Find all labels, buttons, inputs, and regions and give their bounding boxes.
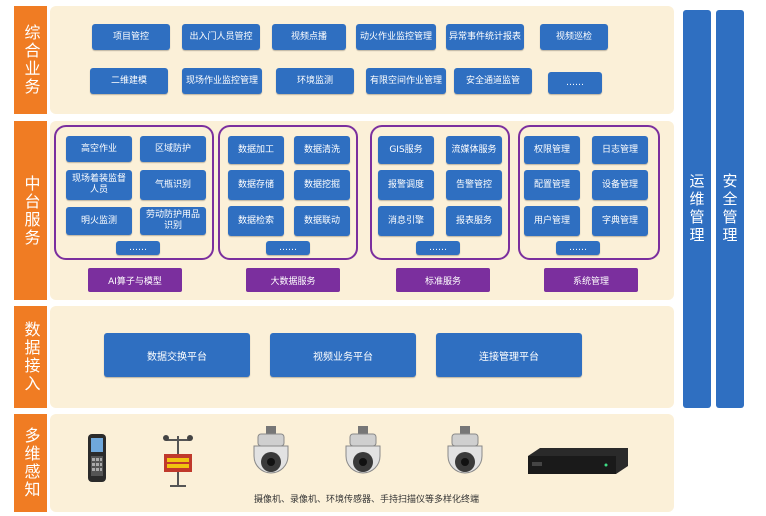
business-item[interactable]: 视频巡检 bbox=[540, 24, 608, 50]
bigdata-item[interactable]: 数据检索 bbox=[228, 206, 284, 236]
standard-item[interactable]: 流媒体服务 bbox=[446, 136, 502, 164]
business-item[interactable]: 现场作业监控管理 bbox=[182, 68, 262, 94]
bigdata-more[interactable]: …… bbox=[266, 241, 310, 255]
business-item[interactable]: 安全通道监管 bbox=[454, 68, 532, 94]
standard-item[interactable]: 报警调度 bbox=[378, 170, 434, 200]
standard-item[interactable]: 报表服务 bbox=[446, 206, 502, 236]
video-recorder-icon bbox=[528, 448, 628, 474]
ops-management: 运维管理 bbox=[683, 10, 711, 408]
business-item[interactable]: 视频点播 bbox=[272, 24, 346, 50]
ai-item[interactable]: 明火监测 bbox=[66, 207, 132, 235]
layer-label-perception: 多维感知 bbox=[14, 414, 47, 512]
service-group-bigdata bbox=[218, 125, 358, 260]
business-layer bbox=[50, 6, 674, 114]
system-more[interactable]: …… bbox=[556, 241, 600, 255]
service-group-system bbox=[518, 125, 660, 260]
platform-connection-management[interactable]: 连接管理平台 bbox=[436, 333, 582, 377]
dome-camera-icon bbox=[447, 426, 483, 474]
system-item[interactable]: 字典管理 bbox=[592, 206, 648, 236]
security-management: 安全管理 bbox=[716, 10, 744, 408]
ai-group-title: AI算子与模型 bbox=[88, 268, 182, 292]
business-item[interactable]: 异常事件统计报表 bbox=[446, 24, 524, 50]
ai-item[interactable]: 现场着装监督人员 bbox=[66, 170, 132, 200]
ai-item[interactable]: 劳动防护用品识别 bbox=[140, 207, 206, 235]
system-group-title: 系统管理 bbox=[544, 268, 638, 292]
layer-label-access: 数据接入 bbox=[14, 306, 47, 408]
ai-item[interactable]: 高空作业 bbox=[66, 136, 132, 162]
bigdata-group-title: 大数据服务 bbox=[246, 268, 340, 292]
business-item[interactable]: …… bbox=[548, 72, 602, 94]
layer-label-middle: 中台服务 bbox=[14, 121, 47, 300]
service-group-standard bbox=[370, 125, 510, 260]
ai-item[interactable]: 气瓶识别 bbox=[140, 170, 206, 200]
standard-group-title: 标准服务 bbox=[396, 268, 490, 292]
standard-item[interactable]: 告警管控 bbox=[446, 170, 502, 200]
platform-data-exchange[interactable]: 数据交换平台 bbox=[104, 333, 250, 377]
business-item[interactable]: 动火作业监控管理 bbox=[356, 24, 436, 50]
bigdata-item[interactable]: 数据存储 bbox=[228, 170, 284, 200]
weather-station-icon bbox=[163, 435, 193, 487]
ai-more[interactable]: …… bbox=[116, 241, 160, 255]
system-item[interactable]: 权限管理 bbox=[524, 136, 580, 164]
bigdata-item[interactable]: 数据联动 bbox=[294, 206, 350, 236]
business-item[interactable]: 出入门人员管控 bbox=[182, 24, 260, 50]
standard-more[interactable]: …… bbox=[416, 241, 460, 255]
standard-item[interactable]: GIS服务 bbox=[378, 136, 434, 164]
system-item[interactable]: 配置管理 bbox=[524, 170, 580, 200]
standard-item[interactable]: 消息引擎 bbox=[378, 206, 434, 236]
perception-caption: 摄像机、录像机、环境传感器、手持扫描仪等多样化终端 bbox=[254, 495, 480, 505]
business-item[interactable]: 项目管控 bbox=[92, 24, 170, 50]
bigdata-item[interactable]: 数据挖掘 bbox=[294, 170, 350, 200]
dome-camera-icon bbox=[253, 426, 289, 474]
system-item[interactable]: 设备管理 bbox=[592, 170, 648, 200]
ai-item[interactable]: 区域防护 bbox=[140, 136, 206, 162]
platform-video-business[interactable]: 视频业务平台 bbox=[270, 333, 416, 377]
business-item[interactable]: 有限空间作业管理 bbox=[366, 68, 446, 94]
bigdata-item[interactable]: 数据加工 bbox=[228, 136, 284, 164]
system-item[interactable]: 日志管理 bbox=[592, 136, 648, 164]
business-item[interactable]: 环境监测 bbox=[276, 68, 354, 94]
system-item[interactable]: 用户管理 bbox=[524, 206, 580, 236]
dome-camera-icon bbox=[345, 426, 381, 474]
handheld-terminal-icon bbox=[88, 434, 106, 482]
layer-label-business: 综合业务 bbox=[14, 6, 47, 114]
business-item[interactable]: 二维建模 bbox=[90, 68, 168, 94]
bigdata-item[interactable]: 数据清洗 bbox=[294, 136, 350, 164]
service-group-ai bbox=[54, 125, 214, 260]
